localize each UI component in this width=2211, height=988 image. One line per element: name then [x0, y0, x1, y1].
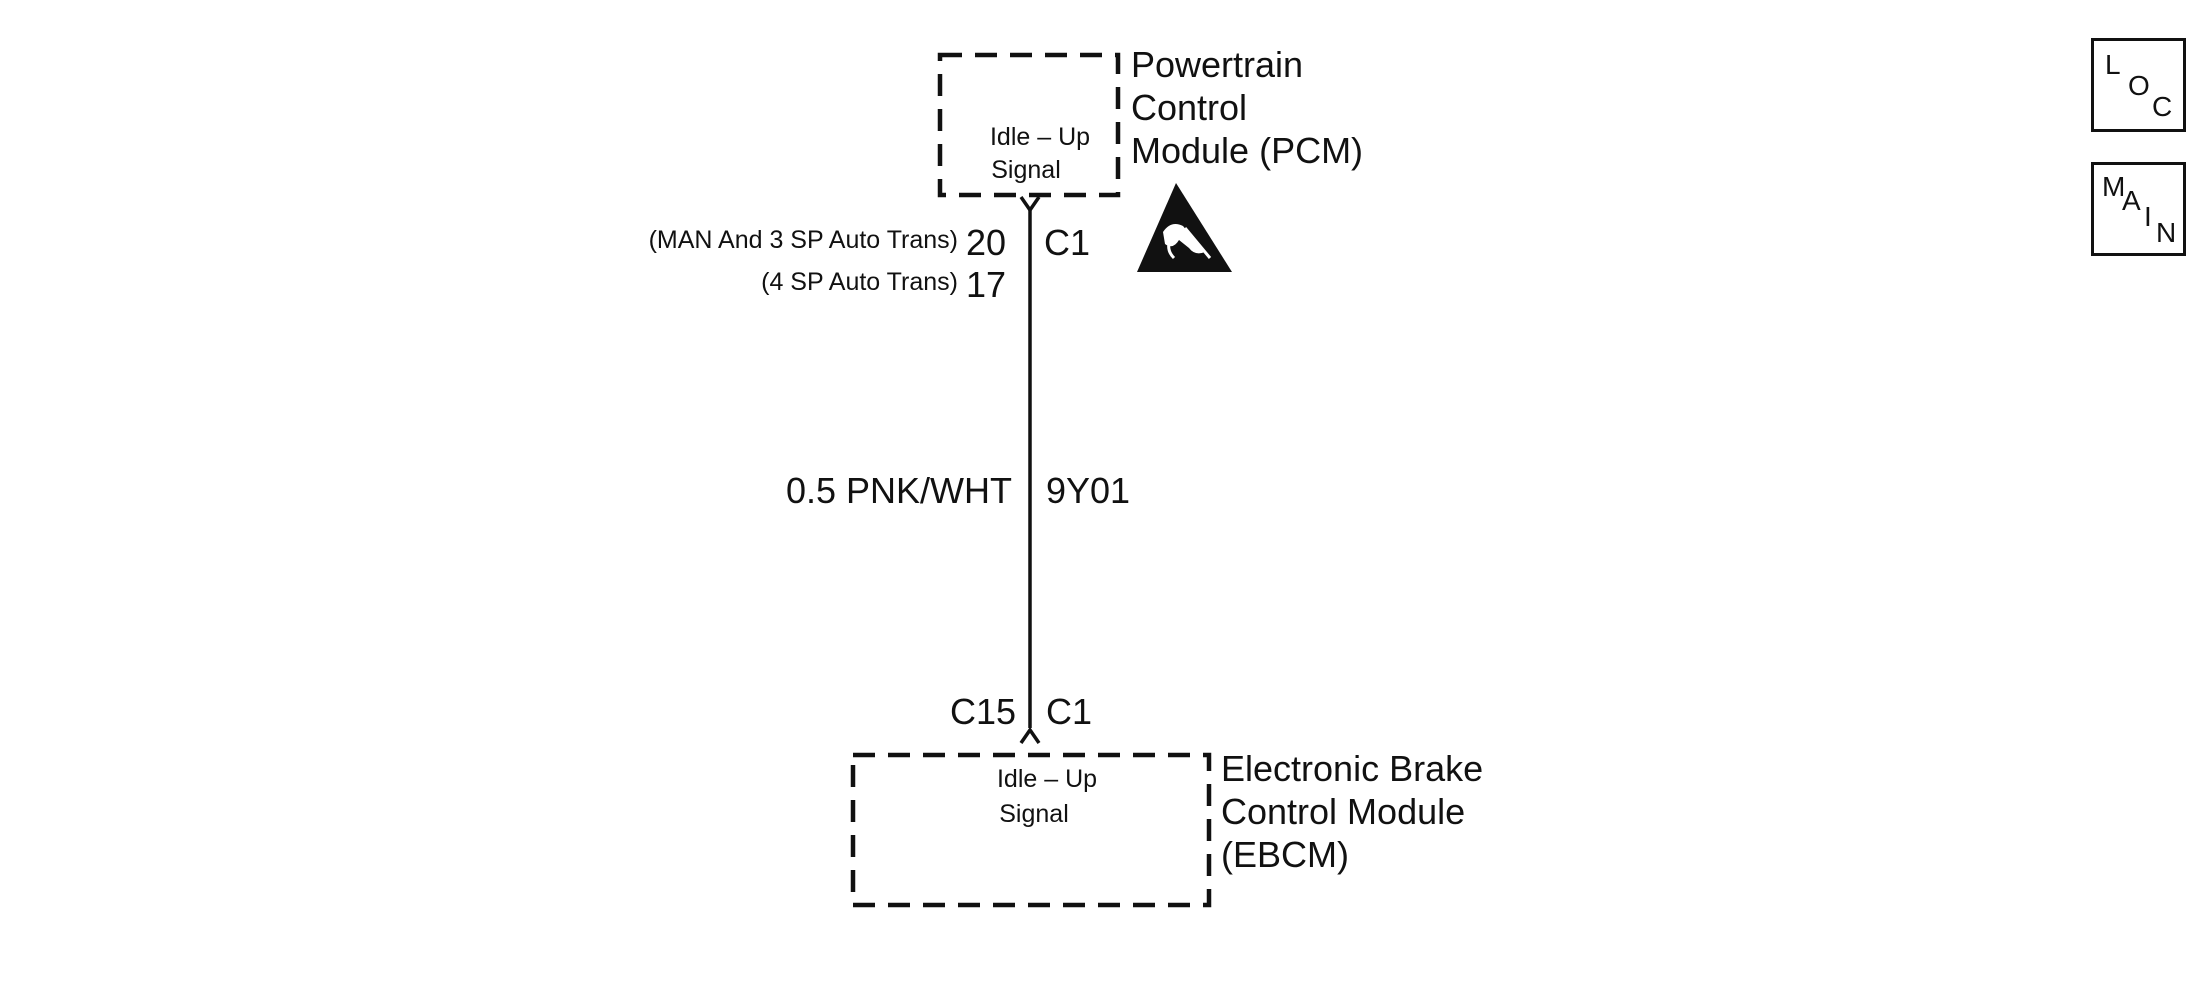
- ebcm-name-line3: (EBCM): [1221, 834, 1349, 875]
- pin-condition-man-3sp: (MAN And 3 SP Auto Trans): [649, 226, 958, 254]
- pcm-signal-label-line2: Signal: [991, 156, 1061, 184]
- ebcm-box: [850, 752, 1212, 908]
- esd-sensitive-icon: [1137, 183, 1232, 272]
- pcm-signal-label-line1: Idle – Up: [990, 123, 1090, 151]
- pin-number-17: 17: [966, 264, 1006, 305]
- pin-number-20: 20: [966, 222, 1006, 263]
- loc-letter-l: L: [2105, 49, 2121, 80]
- pin-condition-4sp: (4 SP Auto Trans): [761, 268, 958, 296]
- main-button[interactable]: M A I N: [2091, 162, 2186, 256]
- ebcm-connector-mark: [1019, 726, 1041, 744]
- ebcm-signal-label-line2: Signal: [999, 800, 1069, 828]
- main-letter-i: I: [2144, 201, 2152, 232]
- ebcm-name-line2: Control Module: [1221, 791, 1465, 832]
- pcm-name-line3: Module (PCM): [1131, 130, 1363, 171]
- pcm-name-line1: Powertrain: [1131, 44, 1303, 85]
- ebcm-connector-c1: C1: [1046, 691, 1092, 732]
- loc-letter-o: O: [2128, 70, 2150, 101]
- ebcm-signal-label-line1: Idle – Up: [997, 765, 1097, 793]
- ebcm-name-line1: Electronic Brake: [1221, 748, 1483, 789]
- main-letter-a: A: [2122, 185, 2141, 216]
- loc-letter-c: C: [2152, 91, 2173, 122]
- main-letter-n: N: [2156, 217, 2177, 248]
- wire-circuit-number: 9Y01: [1046, 470, 1130, 511]
- wire-gauge-color: 0.5 PNK/WHT: [786, 470, 1012, 511]
- pcm-connector-mark: [1019, 196, 1041, 214]
- pcm-box: [937, 52, 1121, 198]
- main-letter-m: M: [2102, 171, 2126, 202]
- pcm-name-line2: Control: [1131, 87, 1247, 128]
- ebcm-pin-c15: C15: [950, 691, 1016, 732]
- pcm-connector-c1: C1: [1044, 222, 1090, 263]
- loc-button[interactable]: L O C: [2091, 38, 2186, 132]
